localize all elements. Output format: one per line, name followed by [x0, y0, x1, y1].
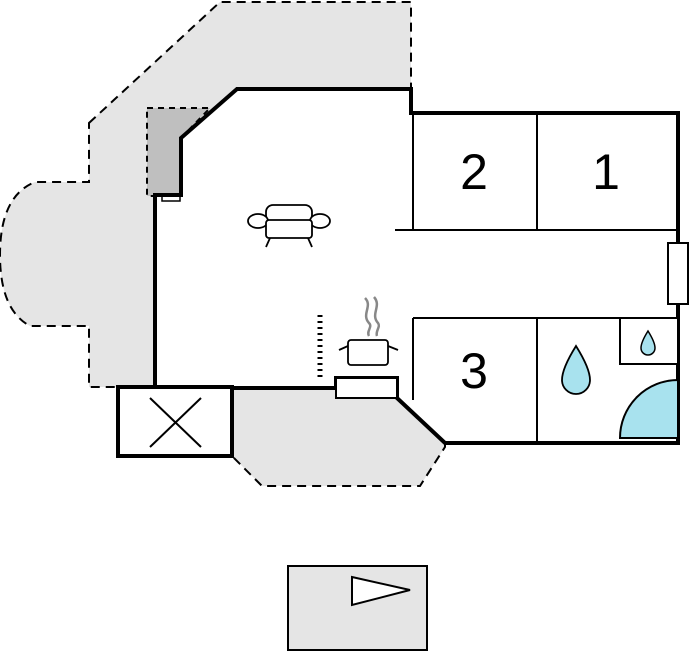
shower-icon — [618, 378, 679, 439]
terrace-upper-left — [0, 0, 412, 388]
terrace-bottom — [231, 387, 446, 487]
sofa-icon — [247, 204, 331, 248]
window-right — [667, 242, 689, 305]
parking-arrow-icon — [351, 575, 411, 607]
kitchen-counter — [335, 377, 398, 399]
room-1-label: 1 — [592, 144, 620, 200]
room-3-label: 3 — [460, 343, 488, 399]
water-drop-icon — [561, 344, 591, 395]
small-water-drop-icon — [640, 329, 656, 356]
cooking-pot-icon — [338, 296, 399, 366]
room-2-label: 2 — [460, 144, 488, 200]
